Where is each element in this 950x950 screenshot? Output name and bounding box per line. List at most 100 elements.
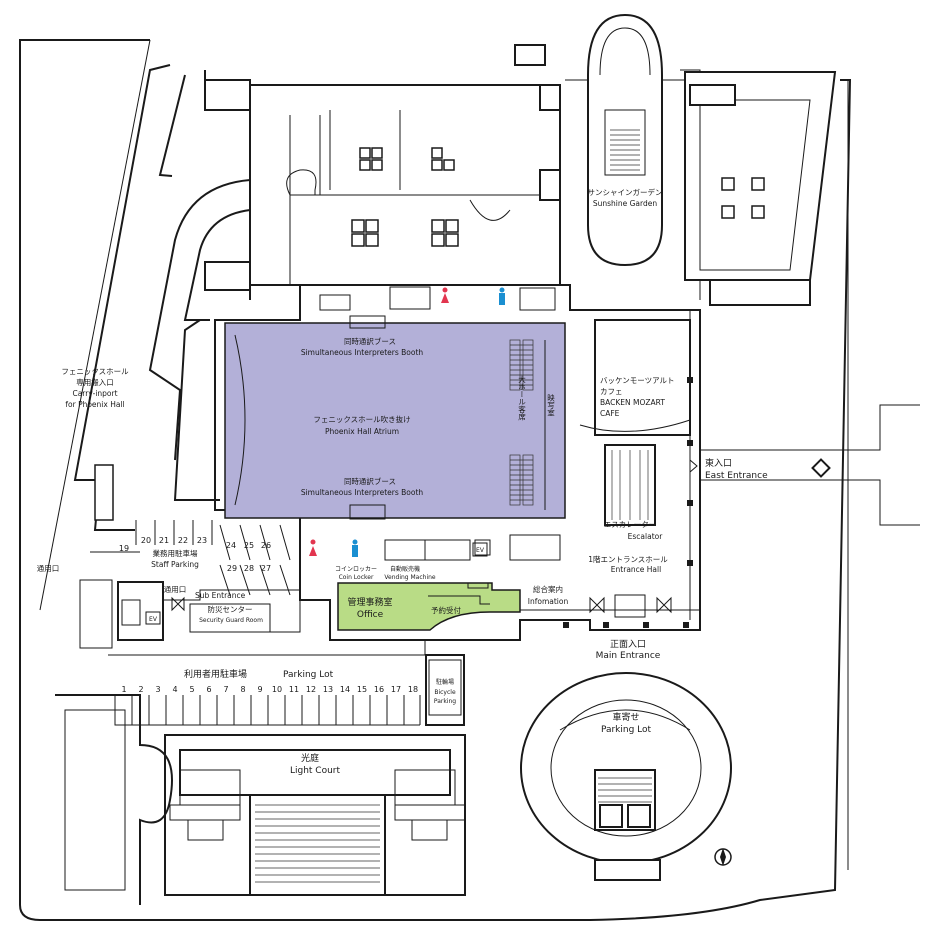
carry-inport-label-jp1: フェニックスホール	[61, 367, 129, 376]
light-court-label-en: Light Court	[290, 766, 341, 776]
parking-space-number: 9	[257, 685, 262, 694]
office-area: 管理事務室 Office 予約受付	[337, 582, 521, 631]
parking-space-number: 23	[197, 536, 207, 545]
escalator-label-jp: エスカレーター	[604, 520, 657, 529]
car-stop-label-en: Parking Lot	[601, 725, 652, 735]
cafe-label-jp2: カフェ	[600, 387, 623, 396]
carry-inport-label-en1: Carry-inport	[72, 389, 117, 398]
coin-locker-label-en: Coin Locker	[339, 574, 374, 581]
service-gate-label: 通用口	[37, 563, 60, 573]
parking-space-number: 6	[206, 685, 211, 694]
security-label-jp: 防災センター	[208, 604, 253, 614]
parking-space-number: 28	[244, 564, 254, 573]
car-stop-label-jp: 車寄せ	[612, 711, 639, 723]
projection-room-label: 映写室	[546, 392, 555, 416]
parking-space-number: 2	[138, 685, 143, 694]
male-restroom-icon	[352, 539, 358, 557]
parking-space-number: 8	[240, 685, 245, 694]
cafe-label-en1: BACKEN MOZART	[600, 398, 665, 407]
main-building	[214, 284, 920, 641]
parking-space-number: 5	[189, 685, 194, 694]
north-building	[249, 44, 561, 300]
sunshine-garden	[565, 13, 685, 267]
parking-lot-label-en: Parking Lot	[283, 670, 334, 680]
interpreters-booth-top-jp: 同時通訳ブース	[344, 336, 396, 346]
female-restroom-icon	[438, 287, 452, 307]
parking-space-number: 19	[119, 544, 129, 553]
visitor-parking	[114, 654, 465, 726]
vending-label-en: Vending Machine	[384, 574, 436, 581]
parking-space-number: 3	[155, 685, 160, 694]
parking-space-number: 27	[261, 564, 271, 573]
compass-icon	[714, 848, 732, 866]
entrance-hall-label-jp: 1階エントランスホール	[588, 554, 668, 564]
parking-lot-label-jp: 利用者用駐車場	[184, 668, 247, 680]
phoenix-hall-atrium: 同時通訳ブース Simultaneous Interpreters Booth …	[224, 315, 566, 520]
carry-inport-label-en2: for Phoenix Hall	[65, 400, 124, 409]
coin-locker-label-jp: コインロッカー	[335, 566, 377, 573]
hall-seats-label: 大ホール客席	[517, 374, 526, 422]
security-label-en: Security Guard Room	[199, 617, 263, 624]
door-icon	[171, 458, 698, 614]
parking-space-number: 12	[306, 685, 316, 694]
parking-space-number: 13	[323, 685, 333, 694]
parking-space-number: 15	[357, 685, 367, 694]
car-stop-roundabout	[520, 672, 732, 881]
elevator-label: EV	[149, 616, 158, 623]
female-restroom-icon	[309, 539, 317, 556]
east-entrance-label-en: East Entrance	[705, 471, 768, 481]
information-label-en: Infomation	[528, 597, 569, 606]
parking-space-number: 16	[374, 685, 384, 694]
parking-space-number: 20	[141, 536, 151, 545]
interpreters-booth-bottom-jp: 同時通訳ブース	[344, 476, 396, 486]
bicycle-parking-label-en1: Bicycle	[434, 689, 456, 696]
staff-parking	[90, 520, 291, 596]
bicycle-parking-label-en2: Parking	[434, 698, 456, 705]
east-entrance-label-jp: 東入口	[705, 457, 732, 469]
interpreters-booth-top-en: Simultaneous Interpreters Booth	[301, 348, 424, 357]
northeast-building	[684, 71, 837, 306]
escalator-label-en: Escalator	[628, 532, 664, 541]
parking-space-number: 18	[408, 685, 418, 694]
parking-space-number: 4	[172, 685, 177, 694]
carry-in-drive	[73, 64, 251, 531]
main-entrance-label-en: Main Entrance	[596, 651, 661, 661]
parking-space-number: 7	[223, 685, 228, 694]
entrance-hall-label-en: Entrance Hall	[611, 565, 661, 574]
parking-space-number: 25	[244, 541, 254, 550]
parking-space-number: 11	[289, 685, 299, 694]
cafe-label-jp1: バッケンモーツアルト	[600, 376, 675, 385]
main-entrance-label-jp: 正面入口	[610, 639, 646, 650]
parking-space-number: 17	[391, 685, 401, 694]
vending-label-jp: 自動販売機	[390, 565, 420, 573]
service-entrance-label-jp: 通用口	[164, 584, 187, 594]
male-restroom-icon	[495, 287, 509, 307]
staff-parking-label-jp: 業務用駐車場	[153, 548, 198, 558]
office-label-en: Office	[357, 610, 384, 620]
staff-parking-label-en: Staff Parking	[151, 560, 199, 569]
parking-space-number: 21	[159, 536, 169, 545]
cafe-label-en2: CAFE	[600, 409, 620, 418]
sunshine-garden-label-jp: サンシャインガーデン	[588, 187, 663, 197]
parking-space-number: 10	[272, 685, 282, 694]
information-label-jp: 総合案内	[533, 584, 563, 594]
reservation-label: 予約受付	[431, 605, 461, 615]
door-icon	[811, 458, 831, 478]
parking-space-number: 1	[121, 685, 126, 694]
parking-space-number: 22	[178, 536, 188, 545]
light-court	[55, 694, 466, 905]
carry-inport-label-jp2: 専用搬入口	[76, 377, 114, 387]
parking-space-number: 29	[227, 564, 237, 573]
light-court-label-jp: 光庭	[301, 752, 319, 764]
parking-space-number: 24	[226, 541, 236, 550]
bicycle-parking-label-jp: 駐輪場	[436, 678, 454, 686]
parking-space-number: 26	[261, 541, 271, 550]
elevator-label: EV	[476, 547, 485, 554]
interpreters-booth-bottom-en: Simultaneous Interpreters Booth	[301, 488, 424, 497]
office-label-jp: 管理事務室	[347, 596, 392, 608]
sunshine-garden-label-en: Sunshine Garden	[593, 199, 657, 208]
parking-space-number: 14	[340, 685, 350, 694]
atrium-label-en: Phoenix Hall Atrium	[325, 427, 399, 436]
